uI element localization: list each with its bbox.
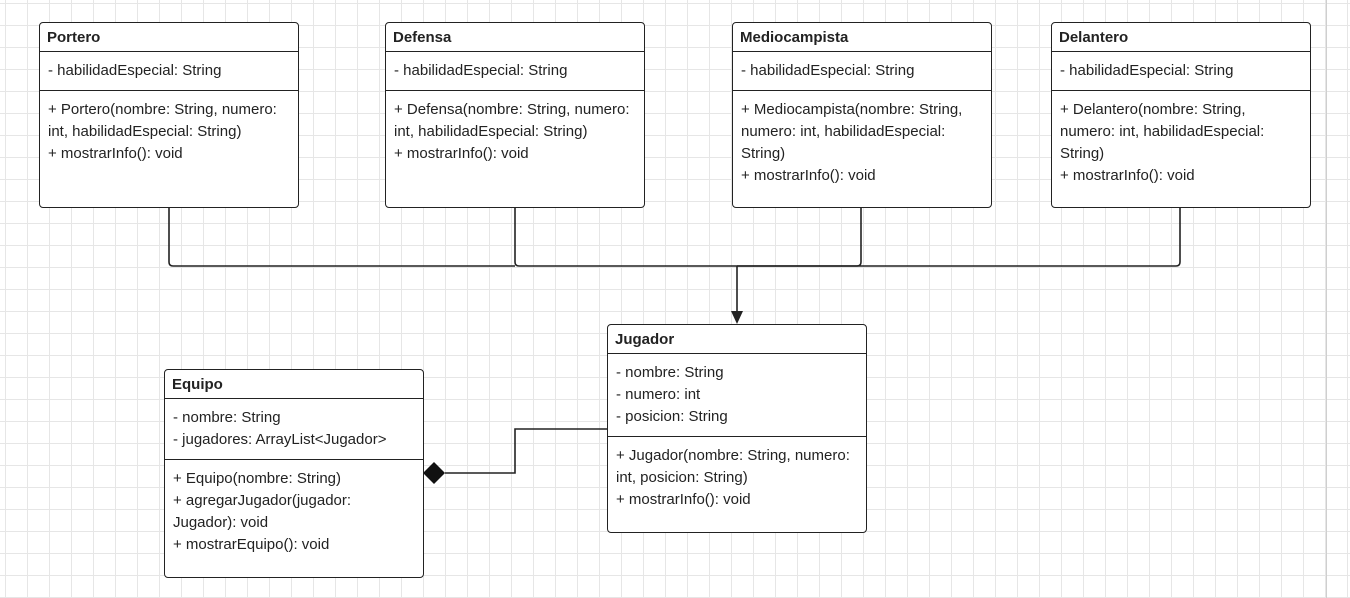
- class-name: Mediocampista: [733, 23, 991, 52]
- operation: + mostrarInfo(): void: [394, 145, 529, 162]
- operation: + mostrarEquipo(): void: [173, 536, 330, 553]
- class-name: Defensa: [386, 23, 644, 52]
- operation: + agregarJugador(jugador: Jugador): void: [173, 492, 352, 531]
- attributes-compartment: - habilidadEspecial: String: [40, 52, 298, 91]
- class-portero[interactable]: Portero - habilidadEspecial: String + Po…: [39, 22, 299, 208]
- operation: + mostrarInfo(): void: [48, 145, 183, 162]
- page-edge: [1326, 0, 1327, 598]
- operations-compartment: + Delantero(nombre: String, numero: int,…: [1052, 91, 1310, 195]
- attributes-compartment: - nombre: String - jugadores: ArrayList<…: [165, 399, 423, 460]
- attributes-compartment: - habilidadEspecial: String: [1052, 52, 1310, 91]
- attribute: - jugadores: ArrayList<Jugador>: [173, 431, 387, 448]
- inherit-line-delantero[interactable]: [861, 208, 1181, 267]
- class-defensa[interactable]: Defensa - habilidadEspecial: String + De…: [385, 22, 645, 208]
- class-jugador[interactable]: Jugador - nombre: String - numero: int -…: [607, 324, 867, 533]
- operation: + Mediocampista(nombre: String, numero: …: [741, 101, 963, 162]
- operation: + Equipo(nombre: String): [173, 470, 342, 487]
- operations-compartment: + Equipo(nombre: String) + agregarJugado…: [165, 460, 423, 564]
- operation: + Defensa(nombre: String, numero: int, h…: [394, 101, 630, 140]
- attributes-compartment: - nombre: String - numero: int - posicio…: [608, 354, 866, 437]
- operations-compartment: + Defensa(nombre: String, numero: int, h…: [386, 91, 644, 173]
- attribute: - nombre: String: [616, 364, 724, 381]
- composition-line[interactable]: [445, 428, 608, 474]
- operation: + mostrarInfo(): void: [741, 167, 876, 184]
- operation: + Portero(nombre: String, numero: int, h…: [48, 101, 277, 140]
- attribute: - habilidadEspecial: String: [741, 62, 915, 79]
- operations-compartment: + Mediocampista(nombre: String, numero: …: [733, 91, 991, 195]
- attribute: - habilidadEspecial: String: [1060, 62, 1234, 79]
- inherit-line-portero[interactable]: [168, 208, 515, 267]
- class-name: Jugador: [608, 325, 866, 354]
- inherit-line-mediocampista[interactable]: [737, 208, 862, 267]
- composition-diamond: [423, 462, 445, 484]
- class-name: Equipo: [165, 370, 423, 399]
- operation: + Delantero(nombre: String, numero: int,…: [1060, 101, 1265, 162]
- attributes-compartment: - habilidadEspecial: String: [386, 52, 644, 91]
- operations-compartment: + Jugador(nombre: String, numero: int, p…: [608, 437, 866, 519]
- attribute: - habilidadEspecial: String: [48, 62, 222, 79]
- operation: + Jugador(nombre: String, numero: int, p…: [616, 447, 850, 486]
- inherit-arrowhead: [731, 311, 743, 324]
- operations-compartment: + Portero(nombre: String, numero: int, h…: [40, 91, 298, 173]
- attribute: - habilidadEspecial: String: [394, 62, 568, 79]
- inherit-line-defensa[interactable]: [514, 208, 861, 267]
- class-name: Portero: [40, 23, 298, 52]
- operation: + mostrarInfo(): void: [1060, 167, 1195, 184]
- attribute: - posicion: String: [616, 408, 728, 425]
- class-mediocampista[interactable]: Mediocampista - habilidadEspecial: Strin…: [732, 22, 992, 208]
- class-equipo[interactable]: Equipo - nombre: String - jugadores: Arr…: [164, 369, 424, 578]
- attribute: - numero: int: [616, 386, 701, 403]
- attribute: - nombre: String: [173, 409, 281, 426]
- operation: + mostrarInfo(): void: [616, 491, 751, 508]
- attributes-compartment: - habilidadEspecial: String: [733, 52, 991, 91]
- class-name: Delantero: [1052, 23, 1310, 52]
- class-delantero[interactable]: Delantero - habilidadEspecial: String + …: [1051, 22, 1311, 208]
